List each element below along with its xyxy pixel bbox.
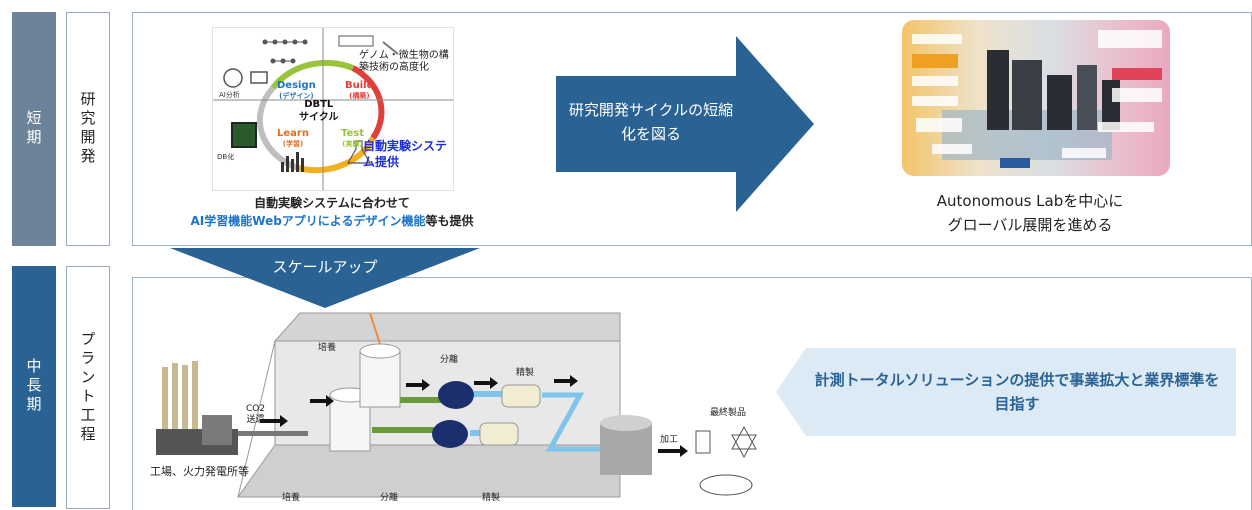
period-band-short: 短期 [12,12,56,246]
label-processing: 加工 [660,435,679,445]
plant-diagram [156,312,757,498]
label-separation-bottom: 分離 [380,493,399,503]
lab-caption-line1: Autonomous Labを中心に [936,192,1124,210]
category-box-research: 研究開発 [66,12,110,246]
dbtl-cycle-graphic [213,28,453,190]
dbtl-caption-line2: AI学習機能Webアプリによるデザイン機能等も提供 [142,212,522,229]
dbtl-db-label: DB化 [217,153,235,161]
label-purification-top: 精製 [516,368,535,378]
period-label-mid: 中長期 [24,358,43,415]
dbtl-caption-highlight: AI学習機能Webアプリによるデザイン機能 [190,214,426,228]
label-culture-bottom: 培養 [282,493,301,503]
scaleup-label: スケールアップ [272,258,378,276]
dbtl-auto-text: 自動実験システム提供 [363,139,448,169]
strategy-callout-text: 計測トータルソリューションの提供で事業拡大と業界標準を目指す [814,371,1220,413]
autonomous-lab-image [902,20,1170,176]
dbtl-caption-line1: 自動実験システムに合わせて [254,196,410,210]
dbtl-genome-text: ゲノム・微生物の構築技術の高度化 [359,50,449,73]
label-factory: 工場、火力発電所等 [150,465,249,478]
period-label-short: 短期 [24,110,43,148]
category-label-plant: プラント工程 [78,330,97,445]
dbtl-build-label: Build(構築) [345,80,374,100]
period-band-mid: 中長期 [12,266,56,507]
label-separation-top: 分離 [440,355,459,365]
lab-caption-line2: グローバル展開を進める [947,216,1113,234]
cycle-arrow-text: 研究開発サイクルの短縮化を図る [568,101,734,143]
cycle-arrow [556,36,814,212]
lab-equipment-graphic [912,30,1162,168]
dbtl-learn-label: Learn(学習) [277,128,309,148]
dbtl-ai-label: AI分析 [219,91,240,99]
scaleup-arrow [170,248,480,308]
label-purification-bottom: 精製 [482,493,501,503]
label-culture-top: 培養 [318,343,337,353]
category-label-research: 研究開発 [78,91,97,167]
dbtl-caption-rest: 等も提供 [425,214,474,228]
dbtl-test-label: Test(実験) [341,128,365,148]
strategy-callout-shape [776,348,1236,436]
dbtl-design-label: Design(デザイン) [277,80,316,100]
category-box-plant: プラント工程 [66,266,110,509]
label-final-product: 最終製品 [710,408,747,418]
